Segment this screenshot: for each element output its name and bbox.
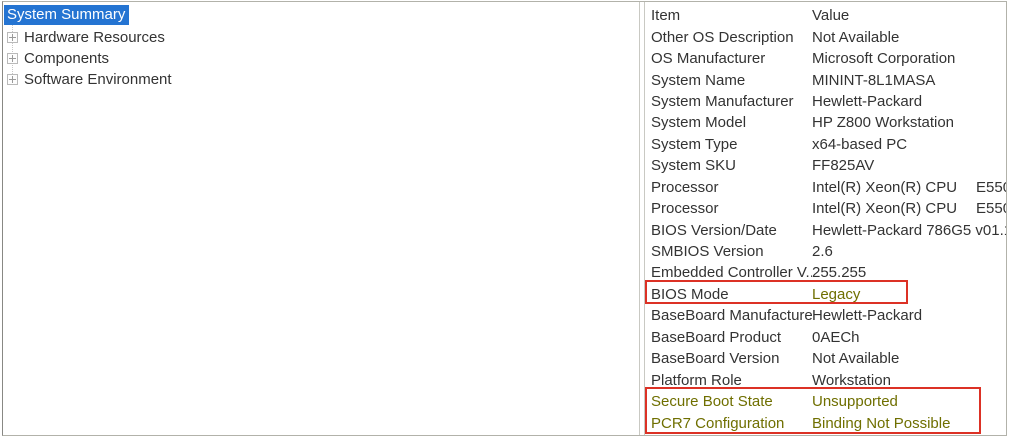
table-row[interactable]: Secure Boot State Unsupported xyxy=(645,391,1006,412)
value-cell: x64-based PC xyxy=(812,135,908,153)
table-row[interactable]: PCR7 Configuration Binding Not Possible xyxy=(645,412,1006,433)
table-row[interactable]: OS Manufacturer Microsoft Corporation xyxy=(645,48,1006,69)
item-cell: System SKU xyxy=(651,157,737,175)
value-cell: Not Available xyxy=(812,28,900,46)
table-row[interactable]: System Model HP Z800 Workstation xyxy=(645,112,1006,133)
value-cell: Hewlett-Packard 786G5 v01.17, 8/ xyxy=(812,221,1006,239)
value-cell: Unsupported xyxy=(812,393,898,411)
item-cell: BIOS Mode xyxy=(651,285,729,303)
item-cell: Processor xyxy=(651,200,719,218)
table-row[interactable]: BIOS Mode Legacy xyxy=(645,284,1006,305)
item-cell: PCR7 Configuration xyxy=(651,414,785,432)
tree-node-label: Hardware Resources xyxy=(24,28,165,46)
table-row[interactable]: Processor Intel(R) Xeon(R) CPUE5506 xyxy=(645,198,1006,219)
value-cell: Not Available xyxy=(812,350,900,368)
table-row[interactable]: System SKU FF825AV xyxy=(645,155,1006,176)
table-row[interactable]: SMBIOS Version 2.6 xyxy=(645,241,1006,262)
value-cell: MININT-8L1MASA xyxy=(812,71,936,89)
item-cell: Secure Boot State xyxy=(651,393,773,411)
value-cell-secondary: E5506 xyxy=(976,178,1006,196)
item-cell: OS Manufacturer xyxy=(651,50,766,68)
value-cell: Hewlett-Packard xyxy=(812,307,923,325)
item-cell: BaseBoard Product xyxy=(651,328,782,346)
table-row[interactable]: BIOS Version/Date Hewlett-Packard 786G5 v… xyxy=(645,219,1006,240)
item-cell: Embedded Controller V... xyxy=(651,264,812,282)
table-row[interactable]: BaseBoard Product 0AECh xyxy=(645,327,1006,348)
category-tree-pane: System Summary Hardware Resources Compon… xyxy=(3,2,640,435)
tree-node-system-summary[interactable]: System Summary xyxy=(4,5,130,25)
table-row[interactable]: Embedded Controller V...255.255 xyxy=(645,262,1006,283)
expand-plus-icon[interactable] xyxy=(7,73,18,85)
item-cell: System Manufacturer xyxy=(651,92,794,110)
value-cell: HP Z800 Workstation xyxy=(812,114,955,132)
item-cell: System Model xyxy=(651,114,747,132)
item-cell: Platform Role xyxy=(651,371,742,389)
table-row[interactable]: System Name MININT-8L1MASA xyxy=(645,69,1006,90)
column-header-value[interactable]: Value xyxy=(812,7,850,25)
value-cell: 2.6 xyxy=(812,243,833,261)
column-header-item[interactable]: Item xyxy=(651,7,681,25)
value-cell-secondary: E5506 xyxy=(976,200,1006,218)
tree-connector-line xyxy=(12,17,13,74)
tree-node-software-environment[interactable]: Software Environment xyxy=(7,70,172,88)
value-cell: Binding Not Possible xyxy=(812,414,951,432)
value-cell: Intel(R) Xeon(R) CPUE5506 xyxy=(812,200,1006,217)
tree-node-hardware-resources[interactable]: Hardware Resources xyxy=(7,28,165,46)
expand-plus-icon[interactable] xyxy=(7,31,18,43)
column-header-row: Item Value xyxy=(645,5,1006,26)
table-row[interactable]: Other OS Description Not Available xyxy=(645,26,1006,47)
table-row[interactable]: Processor Intel(R) Xeon(R) CPUE5506 xyxy=(645,177,1006,198)
item-cell: System Name xyxy=(651,71,746,89)
tree-node-label: Software Environment xyxy=(24,70,172,88)
tree-node-components[interactable]: Components xyxy=(7,49,109,67)
value-cell: Intel(R) Xeon(R) CPUE5506 xyxy=(812,179,1006,196)
tree-node-label: Components xyxy=(24,49,110,67)
item-cell: BaseBoard Version xyxy=(651,350,780,368)
item-cell: SMBIOS Version xyxy=(651,243,764,261)
expand-plus-icon[interactable] xyxy=(7,52,18,64)
item-cell: System Type xyxy=(651,135,738,153)
value-cell: Workstation xyxy=(812,371,891,389)
value-cell: 0AECh xyxy=(812,328,860,346)
item-cell: Other OS Description xyxy=(651,28,794,46)
item-cell: Processor xyxy=(651,178,719,196)
item-cell: BaseBoard Manufacturer xyxy=(651,307,812,325)
table-row[interactable]: Platform Role Workstation xyxy=(645,369,1006,390)
value-cell: FF825AV xyxy=(812,157,875,175)
value-cell: 255.255 xyxy=(812,264,867,282)
table-row[interactable]: System Type x64-based PC xyxy=(645,134,1006,155)
table-row[interactable]: System Manufacturer Hewlett-Packard xyxy=(645,91,1006,112)
table-row[interactable]: BaseBoard Version Not Available xyxy=(645,348,1006,369)
value-cell: Microsoft Corporation xyxy=(812,50,956,68)
value-cell: Legacy xyxy=(812,285,861,303)
item-cell: BIOS Version/Date xyxy=(651,221,777,239)
value-cell: Hewlett-Packard xyxy=(812,92,923,110)
